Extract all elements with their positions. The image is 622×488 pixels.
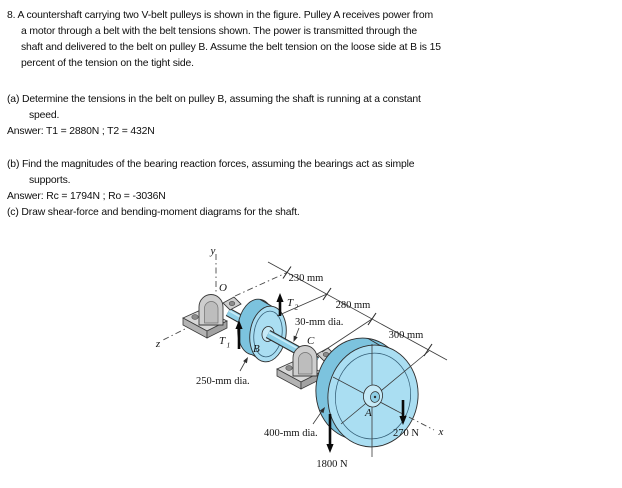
part-a-line: speed. [29, 110, 60, 121]
force-t2-label: T [287, 297, 294, 309]
force-1800n-label: 1800 N [316, 459, 348, 470]
force-270n-label: 270 N [393, 428, 419, 439]
label-point-o: O [219, 282, 227, 294]
leader-pulley-a-dia: 400-mm dia. [264, 407, 325, 439]
force-t1-label: T [219, 335, 226, 347]
dimension-line: 230 mm 280 mm 300 mm [234, 261, 448, 361]
force-270n: 270 N [393, 400, 419, 439]
dim-300: 300 mm [389, 330, 424, 341]
answer-b: Answer: Rc = 1794N ; Ro = -3036N [7, 191, 166, 202]
problem-line: 8. A countershaft carrying two V-belt pu… [7, 10, 433, 21]
force-t1-sub: 1 [227, 341, 231, 350]
force-t1: T 1 [219, 320, 243, 350]
part-b-line: (b) Find the magnitudes of the bearing r… [7, 159, 415, 170]
axis-y: y [210, 245, 217, 293]
label-30mm: 30-mm dia. [295, 317, 343, 328]
leader-pulley-b-dia: 250-mm dia. [196, 357, 250, 387]
answer-a: Answer: T1 = 2880N ; T2 = 432N [7, 126, 155, 137]
pulley-a [315, 337, 430, 457]
axis-y-label: y [210, 245, 216, 257]
problem-statement: 8. A countershaft carrying two V-belt pu… [7, 8, 613, 221]
part-a-line: (a) Determine the tensions in the belt o… [7, 94, 421, 105]
label-point-b: B [253, 343, 260, 355]
part-b-line: supports. [29, 175, 71, 186]
dim-280: 280 mm [336, 300, 371, 311]
force-t2: T 2 [276, 293, 299, 316]
axis-z-label: z [155, 338, 161, 350]
axis-x: x [396, 410, 444, 438]
label-250mm: 250-mm dia. [196, 376, 250, 387]
extension-line-c [321, 318, 373, 353]
label-400mm: 400-mm dia. [264, 428, 318, 439]
axis-x-label: x [438, 426, 444, 438]
leader-shaft-dia: 30-mm dia. [293, 317, 343, 342]
problem-line: shaft and delivered to the belt on pulle… [21, 42, 441, 53]
label-point-c: C [307, 335, 315, 347]
extension-line-a [340, 350, 430, 425]
problem-line: percent of the tension on the tight side… [21, 58, 194, 69]
force-1800n: 1800 N [316, 414, 348, 470]
label-point-a: A [364, 407, 372, 419]
extension-line-b [276, 293, 328, 317]
axis-z: z [155, 318, 206, 350]
part-c-line: (c) Draw shear-force and bending-moment … [7, 207, 300, 218]
problem-line: a motor through a belt with the belt ten… [21, 26, 417, 37]
force-t2-sub: 2 [295, 303, 299, 312]
dim-230: 230 mm [289, 273, 324, 284]
pulley-b [237, 298, 287, 363]
